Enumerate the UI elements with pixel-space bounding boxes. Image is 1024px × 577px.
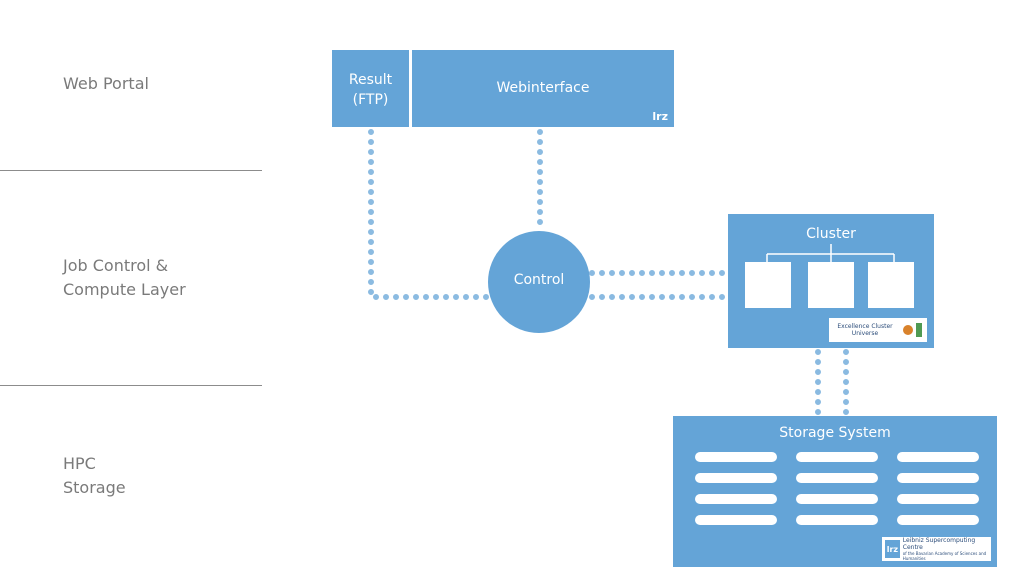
layer-divider-bottom — [0, 385, 262, 386]
webinterface-label: Webinterface — [496, 80, 590, 96]
universe-logo-icon — [903, 325, 913, 335]
storage-disk-bar — [796, 452, 878, 462]
result-ftp-label: Result (FTP) — [348, 72, 393, 108]
layer-label-job-control: Job Control & Compute Layer — [63, 256, 186, 299]
connector-result-control — [368, 129, 493, 300]
cluster-node — [745, 262, 791, 308]
lrz-logo-icon: lrz — [885, 540, 900, 558]
storage-disk-bar — [695, 494, 777, 504]
control-label: Control — [513, 272, 565, 288]
logo-stripe-icon — [916, 323, 922, 337]
webinterface-box[interactable]: Webinterface lrz — [412, 50, 674, 127]
lrz-badge: lrz Leibniz Supercomputing Centre of the… — [882, 537, 991, 561]
layer-label-web-portal: Web Portal — [63, 74, 149, 93]
storage-disk-bar — [897, 473, 979, 483]
excellence-cluster-universe-badge: Excellence Cluster Universe — [829, 318, 927, 342]
storage-disk-bar — [695, 473, 777, 483]
storage-disk-bar — [695, 515, 777, 525]
layer-divider-top — [0, 170, 262, 171]
cluster-tree-lines — [766, 244, 895, 262]
storage-disk-bar — [796, 494, 878, 504]
storage-disk-bar — [695, 452, 777, 462]
layer-label-hpc-storage: HPC Storage — [63, 454, 126, 497]
storage-disk-bar — [897, 452, 979, 462]
storage-disk-bar — [796, 515, 878, 525]
cluster-node — [868, 262, 914, 308]
lrz-badge-title: Leibniz Supercomputing Centre — [902, 537, 976, 551]
control-node[interactable]: Control — [488, 231, 590, 333]
storage-system-title: Storage System — [779, 425, 891, 441]
lrz-logo-icon: lrz — [652, 110, 668, 123]
storage-system-box[interactable]: Storage System lrz Leibniz Supercomputin… — [673, 416, 997, 567]
storage-disk-bar — [897, 515, 979, 525]
result-ftp-box[interactable]: Result (FTP) — [332, 50, 409, 127]
storage-disk-bar — [796, 473, 878, 483]
badge-text: Excellence Cluster Universe — [837, 323, 893, 337]
lrz-badge-subtitle: of the Bavarian Academy of Sciences and … — [902, 551, 987, 561]
cluster-title: Cluster — [806, 226, 856, 242]
storage-disk-bar — [897, 494, 979, 504]
cluster-node — [808, 262, 854, 308]
cluster-box[interactable]: Cluster Excellence Cluster Universe — [728, 214, 934, 348]
